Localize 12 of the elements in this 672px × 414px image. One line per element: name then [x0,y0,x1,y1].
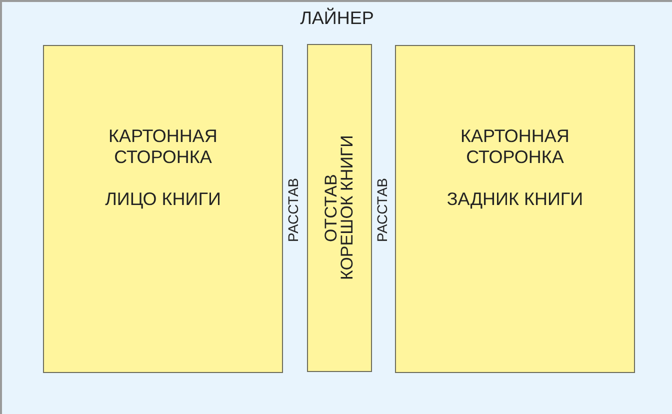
part-label: ЗАДНИК КНИГИ [446,189,584,210]
material-label: КАРТОННАЯ СТОРОНКА [460,126,570,168]
spine-strip [307,44,372,372]
front-board [43,45,283,373]
panel-title: ЛАЙНЕР [300,8,374,29]
gap-label: РАССТАВ [374,178,390,242]
part-label: КОРЕШОК КНИГИ [340,136,356,280]
part-label: ЛИЦО КНИГИ [105,189,221,210]
material-label: КАРТОННАЯ СТОРОНКА [108,126,218,168]
material-label: ОТСТАВ [324,174,340,242]
back-board [395,45,635,373]
gap-label: РАССТАВ [285,178,301,242]
